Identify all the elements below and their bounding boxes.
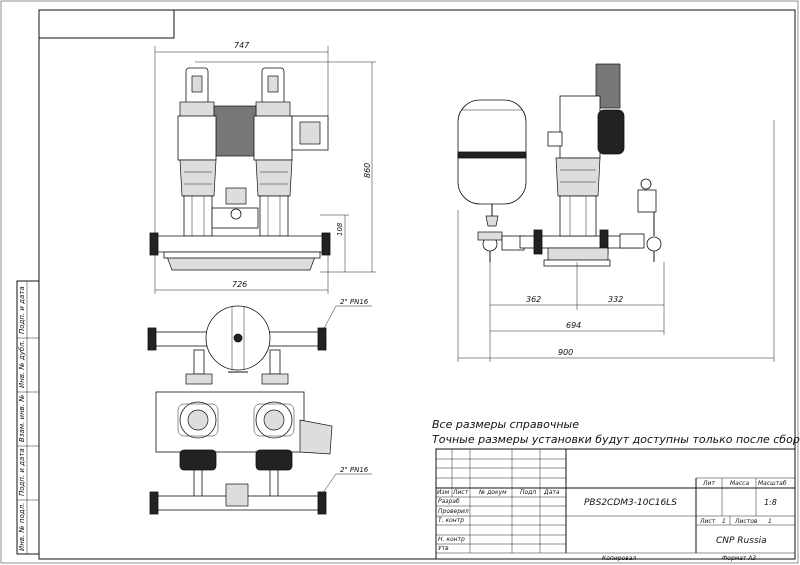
tb-format: Формат А3 — [722, 555, 756, 562]
tb-izm: Изм — [437, 489, 450, 496]
front-view: 747 860 108 726 — [149, 41, 376, 294]
side-stamp-label-3: Взам. инв. № — [18, 394, 26, 442]
dim-332: 332 — [608, 295, 623, 304]
product-code: PBS2CDM3-10C16LS — [584, 498, 677, 508]
inner-frame — [38, 9, 796, 560]
tb-proveril: Проверил — [438, 508, 469, 515]
top-view: 2" PN16 2" PN16 — [147, 298, 372, 515]
company-name: CNP Russia — [716, 536, 767, 546]
pipe-label-bottom: 2" PN16 — [340, 466, 369, 474]
dim-900: 900 — [558, 348, 573, 357]
pipe-label-top: 2" PN16 — [340, 298, 369, 306]
tb-utv: Утв — [438, 545, 449, 552]
tb-sign: Подп — [520, 489, 536, 496]
tb-sheet-label: Лист — [699, 518, 716, 525]
side-stamp-label-4: Подп. и дата — [18, 448, 26, 496]
note-line-1: Все размеры справочные — [432, 418, 579, 431]
dim-108: 108 — [336, 222, 344, 236]
tb-mass: Масса — [730, 480, 749, 487]
tb-sheets-label: Листов — [734, 518, 758, 525]
tb-date: Дата — [543, 489, 560, 496]
tb-list: Лист — [452, 489, 469, 496]
note-line-2: Точные размеры установки будут доступны … — [432, 433, 800, 446]
tb-scale: Масштаб — [758, 480, 787, 487]
side-view: 362 332 694 900 — [457, 63, 775, 362]
side-stamp-label-5: Инв. № подл. — [18, 503, 26, 551]
tb-copied: Копировал — [602, 555, 636, 562]
title-block: Изм Лист № докум Подп Дата Разраб Провер… — [435, 448, 796, 562]
side-stamp: Подп. и дата Инв. № дубл. Взам. инв. № П… — [16, 280, 40, 555]
tb-scale-value: 1:8 — [764, 498, 777, 507]
tb-tkontr: Т. контр — [438, 517, 464, 524]
dim-694: 694 — [566, 321, 581, 330]
side-stamp-label-2: Инв. № дубл. — [18, 340, 26, 388]
dim-860: 860 — [363, 163, 372, 178]
tb-sheets-value: 1 — [768, 518, 772, 525]
side-stamp-label-1: Подп. и дата — [18, 286, 26, 334]
tb-nkontr: Н. контр — [438, 536, 465, 543]
tb-doc: № докум — [478, 489, 507, 496]
dim-747: 747 — [234, 41, 250, 50]
tb-lit: Лит — [702, 480, 715, 487]
corner-stamp — [38, 9, 175, 39]
dim-726: 726 — [232, 280, 247, 289]
tb-razrab: Разраб — [438, 498, 460, 505]
tb-sheet-value: 1 — [722, 518, 726, 525]
dim-362: 362 — [526, 295, 541, 304]
